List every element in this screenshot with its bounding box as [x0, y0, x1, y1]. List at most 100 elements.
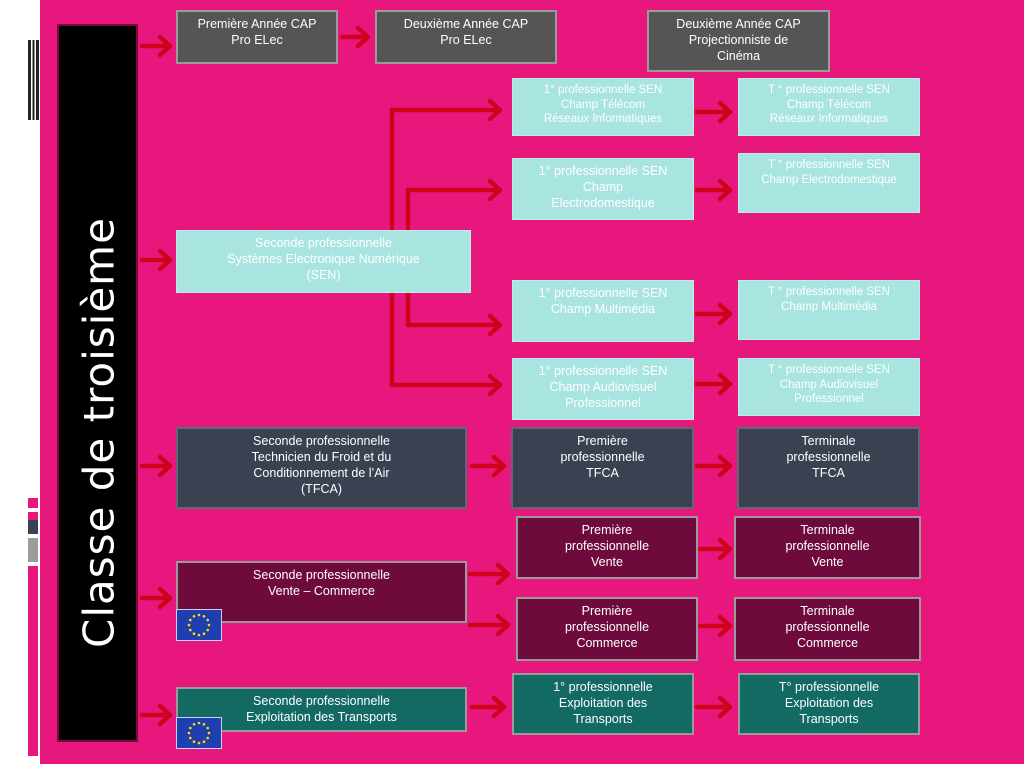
arrow-right-icon	[139, 586, 173, 610]
box-line: 1° professionnelle SEN	[538, 286, 668, 300]
box-vente-terminale: Terminale professionnelle Vente	[734, 516, 921, 579]
arrow-right-icon	[694, 695, 733, 719]
arrow-right-icon	[694, 454, 733, 478]
arrow-right-icon	[469, 695, 507, 719]
box-vente-premiere: Première professionnelle Vente	[516, 516, 698, 579]
box-line: Projectionniste de	[688, 33, 789, 47]
connector-line	[405, 178, 503, 202]
box-line: Technicien du Froid et du	[251, 450, 392, 464]
box-line: Pro ELec	[231, 33, 283, 47]
box-line: Commerce	[576, 636, 638, 650]
box-tfca-terminale: Terminale professionnelle TFCA	[737, 427, 920, 509]
box-line: professionnelle	[560, 450, 645, 464]
slide-decoration-icon	[28, 512, 38, 520]
box-line: Conditionnement de l’Air	[253, 466, 390, 480]
box-sen-multimedia-terminale: T ° professionnelle SEN Champ Multimédia	[738, 280, 920, 340]
box-line: Cinéma	[716, 49, 761, 63]
box-line: Seconde professionnelle	[253, 694, 390, 708]
box-sen-electro-terminale: T ° professionnelle SEN Champ Electrodom…	[738, 153, 920, 213]
box-line: Exploitation des	[558, 696, 648, 710]
slide-decoration-icon	[28, 566, 38, 756]
connector-line	[389, 98, 503, 122]
box-line: professionnelle	[785, 539, 870, 553]
box-commerce-premiere: Première professionnelle Commerce	[516, 597, 698, 661]
box-line: Pro ELec	[440, 33, 492, 47]
arrow-right-icon	[339, 25, 371, 49]
box-sen-electro-premiere: 1° professionnelle SEN Champ Electrodome…	[512, 158, 694, 220]
box-line: T ° professionnelle SEN	[767, 159, 890, 171]
box-line: Vente	[811, 555, 844, 569]
eu-flag-icon	[176, 609, 222, 641]
box-line: Electrodomestique	[551, 196, 655, 210]
box-line: T ° professionnelle SEN	[767, 84, 890, 96]
box-cap-second-year: Deuxième Année CAP Pro ELec	[375, 10, 557, 64]
box-line: Réseaux Informatiques	[769, 113, 889, 126]
box-line: Seconde professionnelle	[255, 236, 392, 250]
box-line: Professionnel	[565, 396, 641, 410]
box-line: Champ Télécom	[786, 98, 872, 111]
box-line: Champ Multimédia	[781, 300, 877, 313]
connector-line	[389, 373, 503, 397]
arrow-right-icon	[139, 248, 173, 272]
box-line: Seconde professionnelle	[253, 568, 390, 582]
box-sen-seconde: Seconde professionnelle Systèmes Electro…	[176, 230, 471, 293]
slide-decoration-icon	[28, 40, 39, 120]
arrow-right-icon	[694, 302, 733, 326]
box-line: Champ Audiovisuel	[549, 380, 657, 394]
box-transport-seconde: Seconde professionnelle Exploitation des…	[176, 687, 467, 732]
box-commerce-seconde: Seconde professionnelle Vente – Commerce	[176, 561, 467, 623]
box-line: Première Année CAP	[197, 17, 317, 31]
slide-decoration-icon	[28, 538, 38, 562]
box-line: Terminale	[800, 604, 855, 618]
box-line: TFCA	[812, 466, 845, 480]
arrow-right-icon	[697, 537, 733, 561]
arrow-right-icon	[469, 454, 507, 478]
box-sen-telecom-terminale: T ° professionnelle SEN Champ Télécom Ré…	[738, 78, 920, 136]
box-line: Première	[577, 434, 628, 448]
slide-decoration-icon	[28, 498, 38, 508]
box-commerce-terminale: Terminale professionnelle Commerce	[734, 597, 921, 661]
box-line: T ° professionnelle SEN	[767, 286, 890, 298]
box-line: Deuxième Année CAP	[676, 17, 801, 31]
bottom-border	[40, 764, 1024, 768]
slide-decoration-icon	[28, 520, 38, 534]
box-line: 1° professionnelle SEN	[543, 84, 663, 96]
box-tfca-premiere: Première professionnelle TFCA	[511, 427, 694, 509]
box-line: TFCA	[586, 466, 619, 480]
box-line: 1° professionnelle SEN	[538, 164, 668, 178]
box-line: professionnelle	[786, 450, 871, 464]
box-line: Terminale	[800, 523, 855, 537]
box-sen-audiovisuel-terminale: T ° professionnelle SEN Champ Audiovisue…	[738, 358, 920, 416]
arrow-right-icon	[694, 178, 733, 202]
box-line: Transports	[799, 712, 859, 726]
box-line: Champ Electrodomestique	[761, 173, 897, 186]
box-line: Vente	[591, 555, 623, 569]
box-line: T ° professionnelle SEN	[767, 364, 890, 376]
box-line: Réseaux Informatiques	[543, 113, 663, 126]
arrow-right-icon	[139, 34, 173, 58]
box-line: Systèmes Electronique Numérique	[227, 252, 420, 266]
box-transport-premiere: 1° professionnelle Exploitation des Tran…	[512, 673, 694, 735]
box-line: Exploitation des	[784, 696, 874, 710]
box-line: T° professionnelle	[778, 680, 880, 694]
box-line: Transports	[573, 712, 633, 726]
box-line: Commerce	[796, 636, 859, 650]
arrow-right-icon	[139, 454, 173, 478]
arrow-right-icon	[139, 703, 173, 727]
box-transport-terminale: T° professionnelle Exploitation des Tran…	[738, 673, 920, 735]
arrow-right-icon	[694, 100, 733, 124]
connector-line	[405, 313, 503, 337]
box-line: Première	[581, 523, 633, 537]
box-line: Vente – Commerce	[268, 584, 375, 598]
box-sen-audiovisuel-premiere: 1° professionnelle SEN Champ Audiovisuel…	[512, 358, 694, 420]
box-tfca-seconde: Seconde professionnelle Technicien du Fr…	[176, 427, 467, 509]
box-line: Professionnel	[794, 393, 864, 406]
box-line: Champ	[582, 180, 624, 194]
box-line: Exploitation des Transports	[246, 710, 397, 724]
box-line: (TFCA)	[301, 482, 342, 496]
arrow-right-icon	[467, 613, 511, 637]
box-line: 1° professionnelle	[553, 680, 653, 694]
box-line: professionnelle	[785, 620, 870, 634]
eu-flag-icon	[176, 717, 222, 749]
box-sen-multimedia-premiere: 1° professionnelle SEN Champ Multimédia	[512, 280, 694, 342]
